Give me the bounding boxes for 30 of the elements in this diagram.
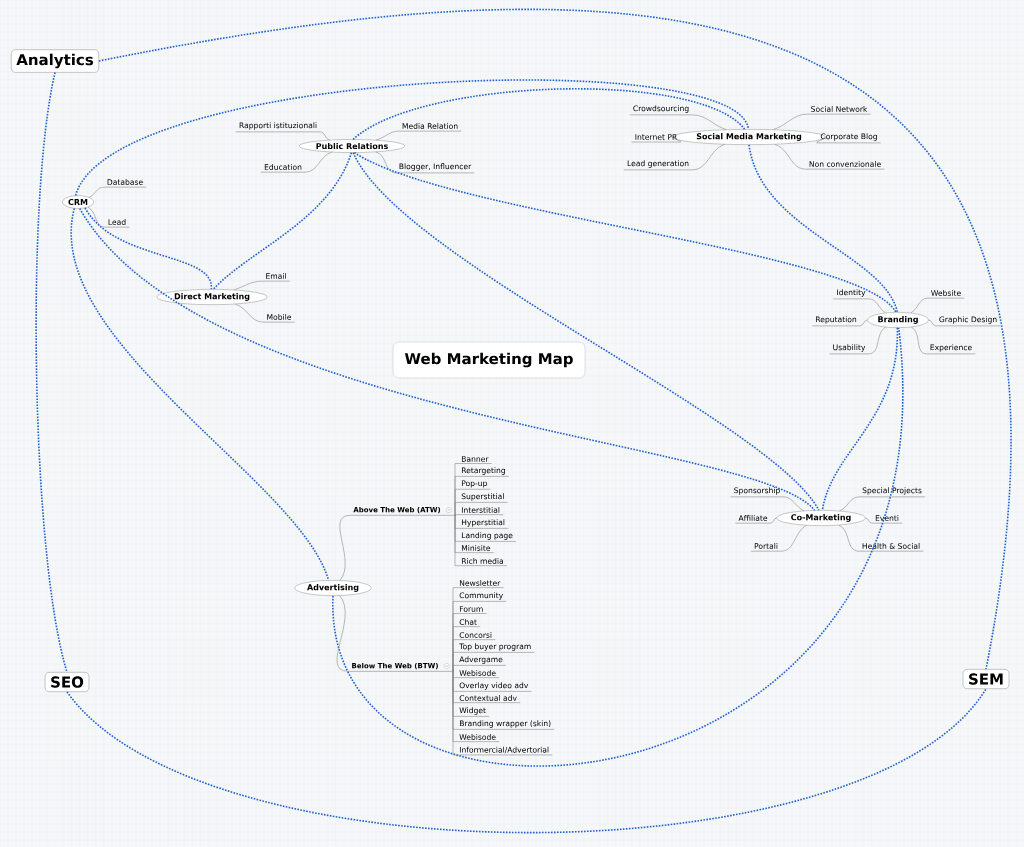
branch-line — [304, 151, 333, 173]
branch-line — [375, 130, 400, 141]
branch-line — [233, 280, 263, 291]
relation-line — [212, 151, 353, 290]
branch-line — [88, 186, 104, 198]
branch-line — [319, 131, 330, 141]
branch-line — [816, 136, 827, 144]
relation-line — [74, 79, 750, 197]
branch-line — [692, 114, 727, 130]
relation-line — [748, 144, 899, 313]
branch-line — [773, 113, 808, 130]
branch-line — [910, 297, 928, 314]
branch-line — [774, 144, 806, 170]
relation-line — [84, 207, 213, 290]
topic-box: SEO — [44, 672, 90, 692]
branch-line — [234, 303, 264, 323]
relation-line — [353, 151, 897, 313]
relation-line — [352, 88, 746, 141]
branch-line — [868, 298, 886, 314]
relation-line — [70, 207, 330, 581]
branch-line — [375, 151, 396, 174]
branch-line — [911, 326, 927, 355]
topic-box: Analytics — [11, 49, 99, 73]
branch-line — [928, 319, 936, 327]
branch-line — [691, 144, 725, 171]
branch-line — [671, 136, 682, 143]
branch-line — [859, 319, 868, 327]
branch-line — [87, 206, 105, 228]
topic-box: SEM — [962, 669, 1010, 689]
relation-line — [35, 71, 68, 673]
